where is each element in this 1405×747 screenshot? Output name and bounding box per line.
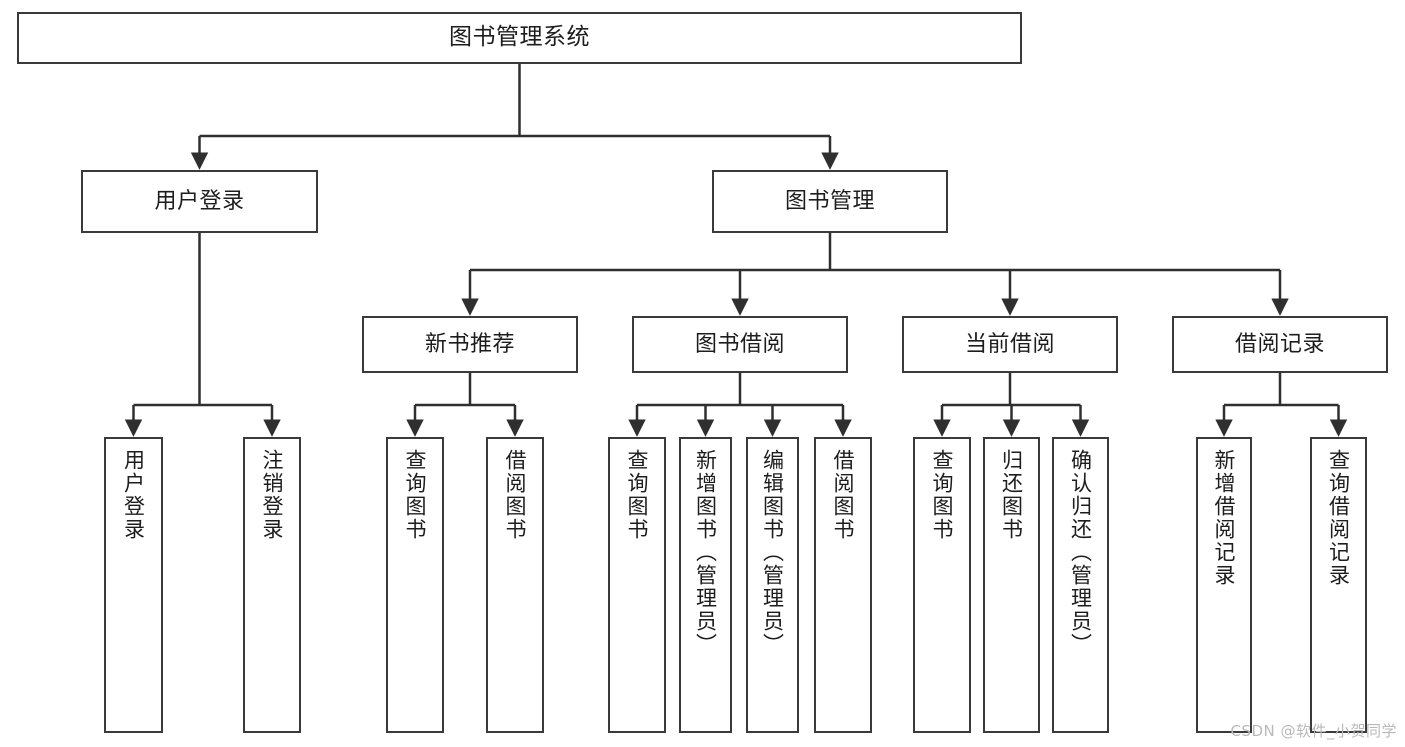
level3-node-新书推荐[interactable]: 新书推荐 xyxy=(362,316,578,373)
leaf-node-查询借阅记录[interactable]: 查询借阅记录 xyxy=(1310,437,1367,733)
node-label: 查询图书 xyxy=(403,449,428,541)
node-label: 注销登录 xyxy=(260,449,285,541)
leaf-node-查询图书[interactable]: 查询图书 xyxy=(913,437,971,733)
leaf-node-查询图书[interactable]: 查询图书 xyxy=(608,437,666,733)
level3-node-借阅记录[interactable]: 借阅记录 xyxy=(1172,316,1388,373)
node-label: 新增图书（管理员） xyxy=(693,449,718,656)
leaf-node-借阅图书[interactable]: 借阅图书 xyxy=(814,437,872,733)
node-label: 图书管理系统 xyxy=(449,24,590,51)
leaf-node-借阅图书[interactable]: 借阅图书 xyxy=(486,437,544,733)
node-label: 当前借阅 xyxy=(964,331,1055,357)
level3-node-当前借阅[interactable]: 当前借阅 xyxy=(902,316,1118,373)
node-label: 归还图书 xyxy=(999,449,1024,541)
level2-node-用户登录[interactable]: 用户登录 xyxy=(81,170,318,233)
node-label: 查询图书 xyxy=(930,449,955,541)
level3-node-图书借阅[interactable]: 图书借阅 xyxy=(632,316,848,373)
level2-node-图书管理[interactable]: 图书管理 xyxy=(712,170,948,233)
node-label: 新增借阅记录 xyxy=(1212,449,1237,587)
leaf-node-查询图书[interactable]: 查询图书 xyxy=(386,437,444,733)
watermark-label: CSDN @软件_小贺同学 xyxy=(1230,722,1397,740)
node-label: 查询图书 xyxy=(625,449,650,541)
node-label: 编辑图书（管理员） xyxy=(760,449,785,656)
root-node-图书管理系统[interactable]: 图书管理系统 xyxy=(17,12,1022,64)
leaf-node-归还图书[interactable]: 归还图书 xyxy=(983,437,1040,733)
leaf-node-确认归还管理员[interactable]: 确认归还（管理员） xyxy=(1052,437,1109,733)
leaf-node-注销登录[interactable]: 注销登录 xyxy=(243,437,301,733)
leaf-node-编辑图书管理员[interactable]: 编辑图书（管理员） xyxy=(746,437,799,733)
leaf-node-用户登录[interactable]: 用户登录 xyxy=(104,437,163,733)
node-label: 图书管理 xyxy=(784,188,875,214)
node-label: 确认归还（管理员） xyxy=(1068,449,1093,656)
node-label: 借阅图书 xyxy=(503,449,528,541)
node-label: 查询借阅记录 xyxy=(1326,449,1351,587)
node-label: 新书推荐 xyxy=(424,331,515,357)
node-label: 用户登录 xyxy=(121,449,146,541)
leaf-node-新增借阅记录[interactable]: 新增借阅记录 xyxy=(1196,437,1252,733)
node-label: 图书借阅 xyxy=(694,331,785,357)
node-label: 借阅图书 xyxy=(831,449,856,541)
leaf-node-新增图书管理员[interactable]: 新增图书（管理员） xyxy=(679,437,732,733)
node-label: 借阅记录 xyxy=(1234,331,1325,357)
node-label: 用户登录 xyxy=(154,188,245,214)
